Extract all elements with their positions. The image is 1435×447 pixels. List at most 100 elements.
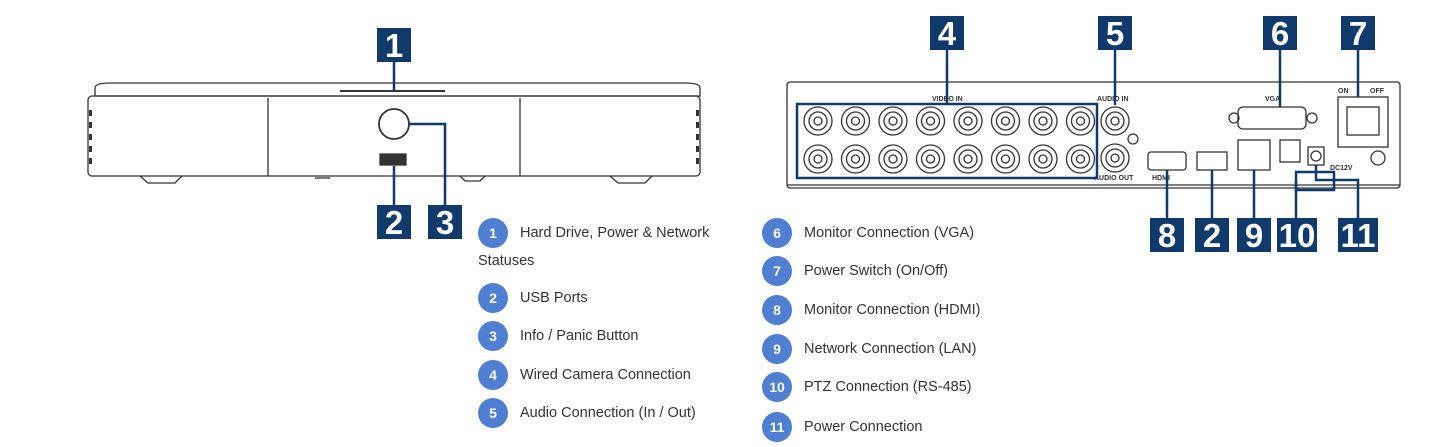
bnc-connector-ring — [920, 149, 941, 169]
legend-item-8: 8 Monitor Connection (HDMI) — [762, 295, 980, 325]
bnc-connector-ring — [925, 154, 936, 164]
video-in-bnc-row-bottom — [803, 144, 1096, 174]
bnc-connector-ring — [840, 144, 871, 174]
legend-badge-2: 2 — [478, 283, 508, 313]
hdmi-port-shape — [1147, 151, 1187, 171]
bnc-connector-ring — [953, 106, 983, 136]
bnc-connector-ring — [850, 116, 861, 126]
bnc-connector-ring — [1038, 116, 1048, 126]
bnc-connector-ring — [920, 111, 941, 131]
on-label: ON — [1338, 88, 1349, 95]
legend-badge-11: 11 — [762, 412, 792, 442]
legend-item-11: 11 Power Connection — [762, 412, 923, 442]
bnc-connector-ring — [878, 106, 908, 136]
front-foot-2 — [459, 175, 486, 182]
legend-item-7: 7 Power Switch (On/Off) — [762, 256, 948, 286]
legend-text-9: Network Connection (LAN) — [804, 341, 977, 357]
callout-3: 3 — [428, 205, 462, 239]
legend-badge-4: 4 — [478, 360, 508, 390]
off-label: OFF — [1370, 88, 1385, 95]
bnc-connector-ring — [850, 154, 861, 164]
bnc-connector-ring — [803, 144, 833, 174]
bnc-connector-ring — [953, 144, 983, 174]
bnc-connector-ring — [840, 106, 871, 136]
legend-text-6: Monitor Connection (VGA) — [804, 225, 975, 241]
bnc-connector-ring — [883, 111, 903, 131]
vga-label: VGA — [1265, 96, 1280, 103]
bnc-connector-ring — [808, 149, 828, 169]
legend-item-4: 4 Wired Camera Connection — [478, 360, 691, 390]
legend-badge-8: 8 — [762, 295, 792, 325]
bnc-connector-ring — [803, 106, 833, 136]
bnc-connector-ring — [1028, 144, 1058, 174]
legend-item-3: 3 Info / Panic Button — [478, 321, 639, 351]
callout-10: 10 — [1277, 216, 1317, 254]
audio-in-jack — [1100, 106, 1130, 136]
legend-text-4: Wired Camera Connection — [520, 367, 691, 383]
legend-text-8: Monitor Connection (HDMI) — [804, 302, 981, 318]
legend-text-11: Power Connection — [804, 419, 923, 435]
usb-port-rear-shape — [1196, 151, 1228, 171]
bnc-connector-ring — [1000, 116, 1011, 126]
legend-text-1: Hard Drive, Power & Network — [520, 225, 710, 241]
bnc-connector-ring — [1065, 106, 1096, 136]
bnc-connector-ring — [958, 111, 978, 131]
bnc-connector-ring — [1000, 154, 1011, 164]
legend-item-9: 9 Network Connection (LAN) — [762, 334, 976, 364]
bnc-connector-ring — [1065, 144, 1096, 174]
front-foot-3 — [609, 175, 653, 184]
bnc-connector-ring — [963, 116, 973, 126]
bnc-connector-ring — [813, 154, 823, 164]
bnc-connector-ring — [1070, 111, 1091, 131]
legend-text-7: Power Switch (On/Off) — [804, 263, 948, 279]
audio-in-label: AUDIO IN — [1097, 96, 1129, 103]
legend-badge-5: 5 — [478, 398, 508, 428]
bnc-connector-ring — [915, 144, 946, 174]
rear-leader-lines — [795, 48, 1360, 222]
lan-port-shape — [1237, 139, 1271, 171]
bnc-connector-ring — [845, 149, 866, 169]
legend-item-6: 6 Monitor Connection (VGA) — [762, 218, 974, 248]
legend-badge-7: 7 — [762, 256, 792, 286]
front-vents — [89, 110, 699, 164]
bnc-connector-ring — [1033, 149, 1053, 169]
panic-button-shape — [378, 108, 410, 140]
bnc-connector-ring — [1028, 106, 1058, 136]
legend-item-5: 5 Audio Connection (In / Out) — [478, 398, 696, 428]
video-in-bnc-row-top — [803, 106, 1096, 136]
power-switch-shape — [1337, 96, 1389, 148]
audio-out-label: AUDIO OUT — [1094, 175, 1134, 182]
legend-text-10: PTZ Connection (RS-485) — [804, 379, 972, 395]
audio-out-jack — [1100, 143, 1130, 173]
legend-text-2: USB Ports — [520, 290, 588, 306]
bnc-connector-ring — [1075, 116, 1086, 126]
bnc-connector-ring — [888, 116, 898, 126]
callout-6: 6 — [1263, 16, 1297, 50]
callout-11: 11 — [1338, 218, 1378, 252]
vga-port-shape — [1237, 106, 1307, 130]
bnc-connector-ring — [1038, 154, 1048, 164]
front-top-edge — [94, 82, 701, 97]
bnc-connector-ring — [1075, 154, 1086, 164]
bnc-connector-ring — [963, 154, 973, 164]
bnc-connector-ring — [995, 149, 1016, 169]
video-in-highlight-box — [795, 102, 1099, 180]
bnc-connector-ring — [888, 154, 898, 164]
bnc-connector-ring — [883, 149, 903, 169]
rear-body — [786, 81, 1401, 189]
rs485-terminal-shape — [1279, 139, 1301, 163]
dc-label: DC12V — [1330, 165, 1353, 172]
bnc-connector-ring — [995, 111, 1016, 131]
legend-badge-3: 3 — [478, 321, 508, 351]
callout-7: 7 — [1341, 16, 1375, 50]
bnc-connector-ring — [808, 111, 828, 131]
legend-item-2: 2 USB Ports — [478, 283, 588, 313]
bnc-connector-ring — [878, 144, 908, 174]
callout-5: 5 — [1098, 16, 1132, 50]
front-foot-1 — [139, 175, 183, 184]
bnc-connector-ring — [990, 106, 1021, 136]
bnc-connector-ring — [1033, 111, 1053, 131]
legend-text-1-cont: Statuses — [478, 253, 535, 269]
legend-badge-6: 6 — [762, 218, 792, 248]
